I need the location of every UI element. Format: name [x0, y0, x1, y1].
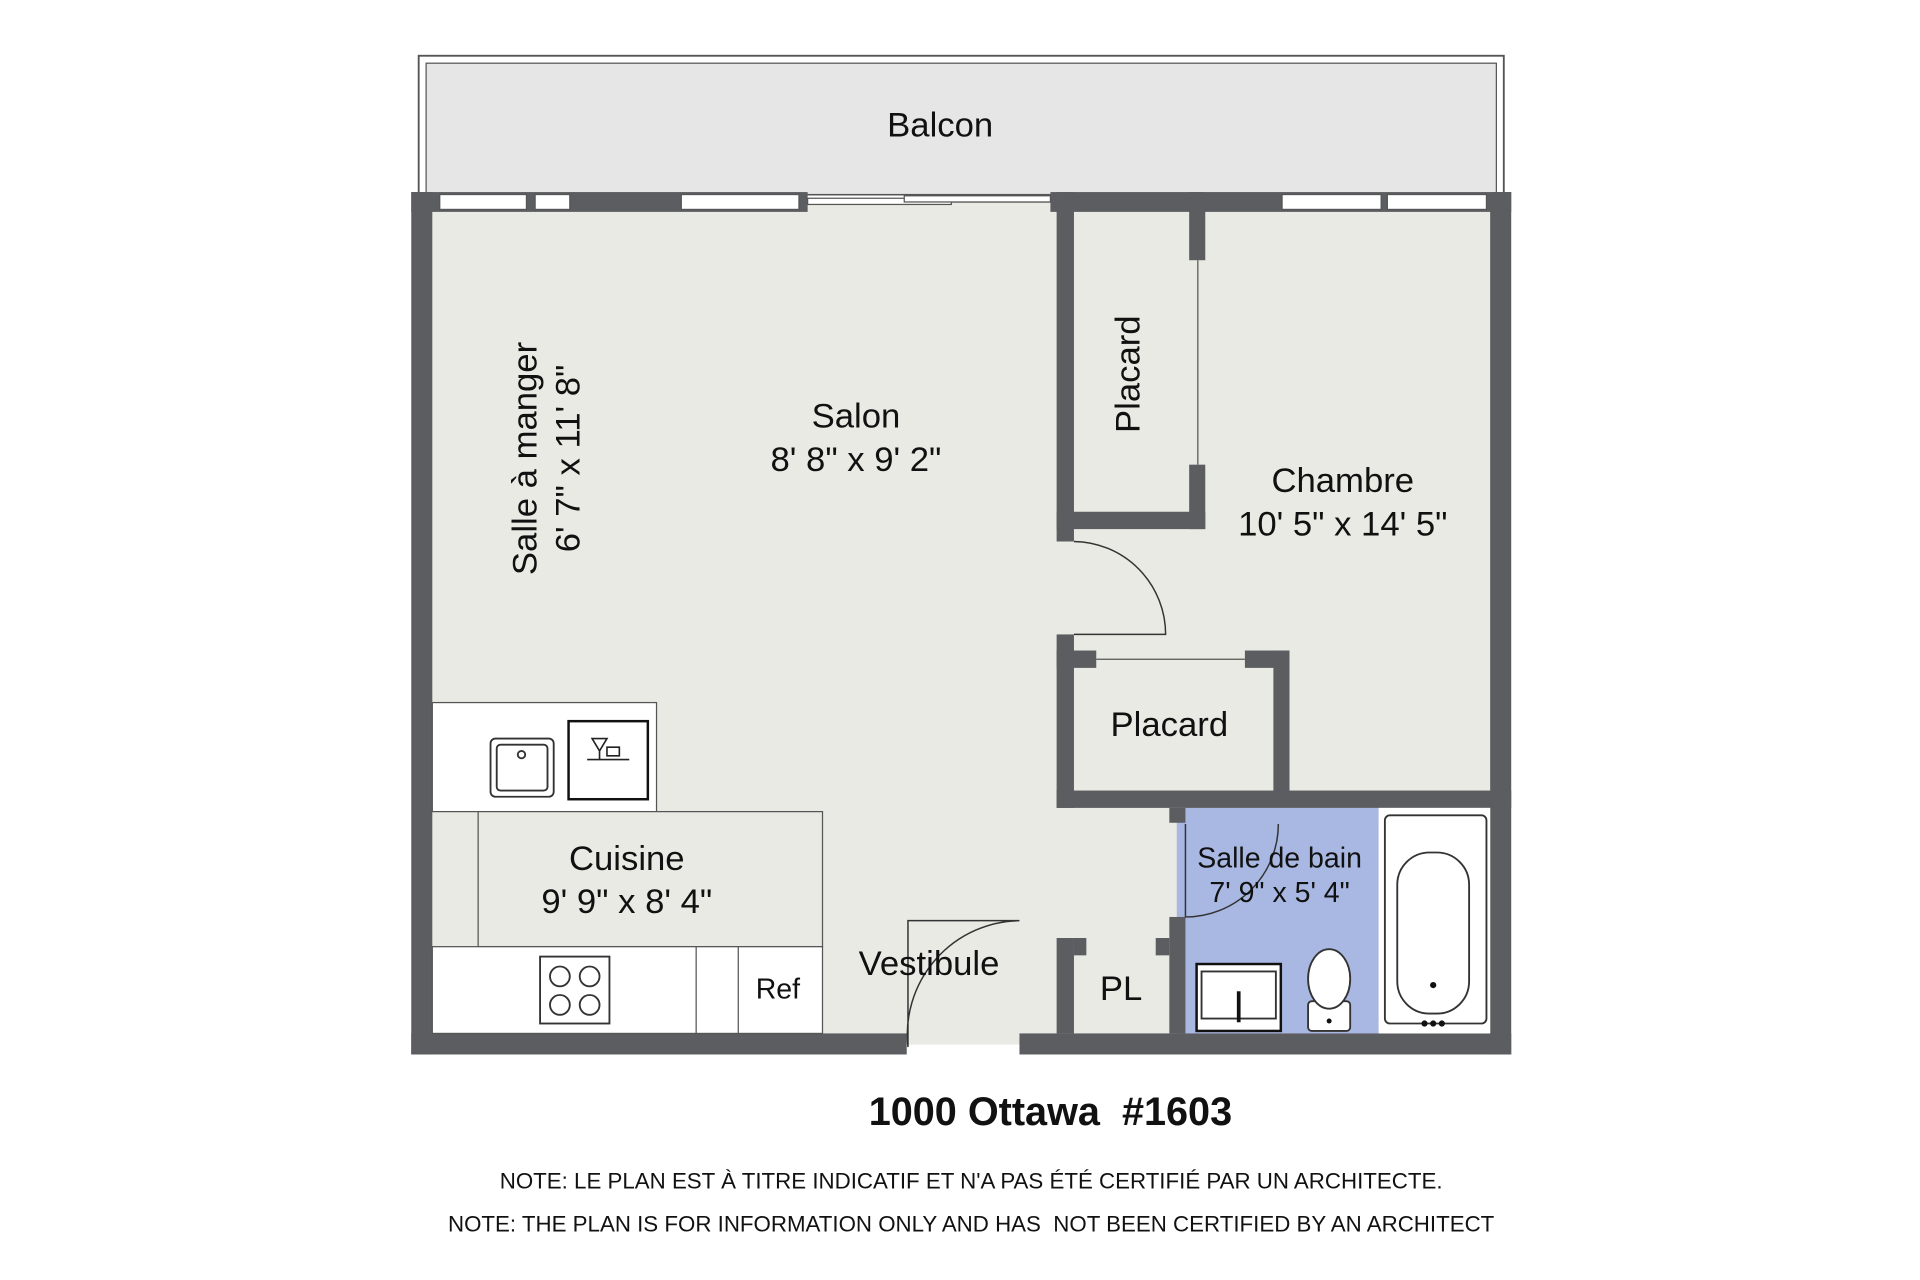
salon-label: Salon: [812, 397, 901, 435]
cuisine-label: Cuisine: [569, 840, 685, 878]
cuisine-dims: 9' 9" x 8' 4": [541, 883, 712, 921]
balcony: [417, 54, 1505, 196]
bathtub-icon: [1378, 807, 1491, 1034]
note-english: NOTE: THE PLAN IS FOR INFORMATION ONLY A…: [448, 1212, 1495, 1237]
pl-label: PL: [1100, 970, 1142, 1008]
chambre-dims: 10' 5" x 14' 5": [1238, 505, 1447, 543]
chambre-label: Chambre: [1271, 462, 1414, 500]
sink-icon: [489, 737, 555, 798]
salle-de-bain-label: Salle de bain: [1197, 842, 1362, 874]
vestibule-label: Vestibule: [859, 945, 1000, 983]
salle-a-manger-label: Salle à manger: [506, 342, 544, 575]
toilet-icon: [1307, 948, 1352, 1032]
doors: [906, 540, 1280, 1048]
salle-de-bain-dims: 7' 9" x 5' 4": [1209, 877, 1349, 909]
kitchen-counters: [431, 701, 824, 1035]
windows: [439, 193, 1488, 660]
stove-icon: [539, 955, 611, 1025]
walls: [411, 192, 1512, 1055]
note-french: NOTE: LE PLAN EST À TITRE INDICATIF ET N…: [500, 1168, 1443, 1193]
salle-a-manger-dims: 6' 7" x 11' 8": [550, 365, 588, 553]
ref-label: Ref: [756, 974, 800, 1006]
plan-title: 1000 Ottawa #1603: [869, 1090, 1232, 1134]
salon-dims: 8' 8" x 9' 2": [771, 441, 942, 479]
placard-2-label: Placard: [1111, 706, 1229, 744]
bathroom-sink-icon: [1195, 962, 1283, 1033]
dishwasher-icon: [567, 719, 650, 801]
placard-1-label: Placard: [1110, 315, 1148, 433]
balcon-label: Balcon: [887, 106, 993, 144]
